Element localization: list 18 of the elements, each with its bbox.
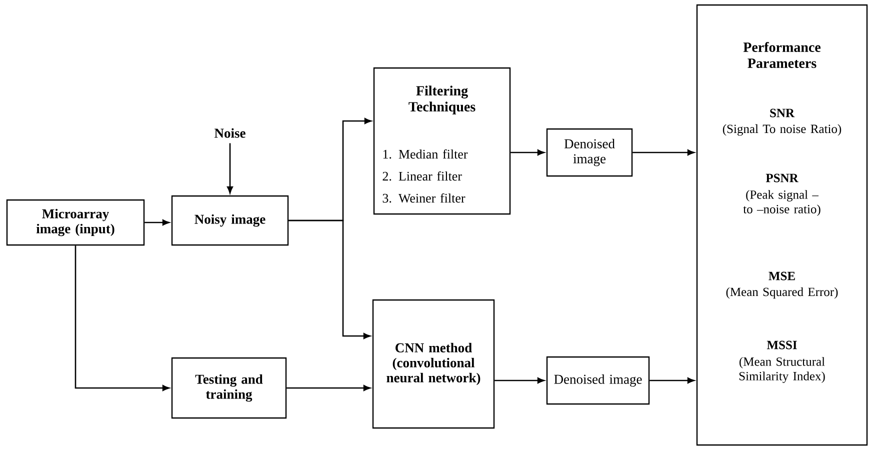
process-box: Denoised image: [546, 356, 650, 405]
process-box: Filtering Techniques 1. Median filter 2. Linear filter 3. Weiner filter: [373, 67, 511, 215]
process-box: CNN method (convolutional neural network): [372, 299, 495, 429]
arrow: [74, 246, 170, 391]
arrow: [650, 378, 694, 384]
parameters-panel: Performance Parameters SNR (Signal To noise Ratio) PSNR (Peak signal –to –noise ratio) MSE (Mean Squared Error) MSSI (Mean Structural Similarity Index): [696, 4, 868, 446]
process-box: Testing and training: [171, 357, 287, 419]
process-box: Denoised image: [546, 128, 633, 177]
process-box: Noisy image: [171, 195, 289, 246]
arrow: [144, 220, 170, 226]
arrow: [227, 143, 233, 194]
arrow: [632, 150, 694, 156]
process-box: Microarray image (input): [6, 199, 145, 246]
arrow: [510, 150, 544, 156]
arrow: [494, 378, 544, 384]
noise-label: Noise: [214, 128, 246, 138]
arrow: [286, 385, 370, 391]
arrow: [288, 220, 370, 339]
